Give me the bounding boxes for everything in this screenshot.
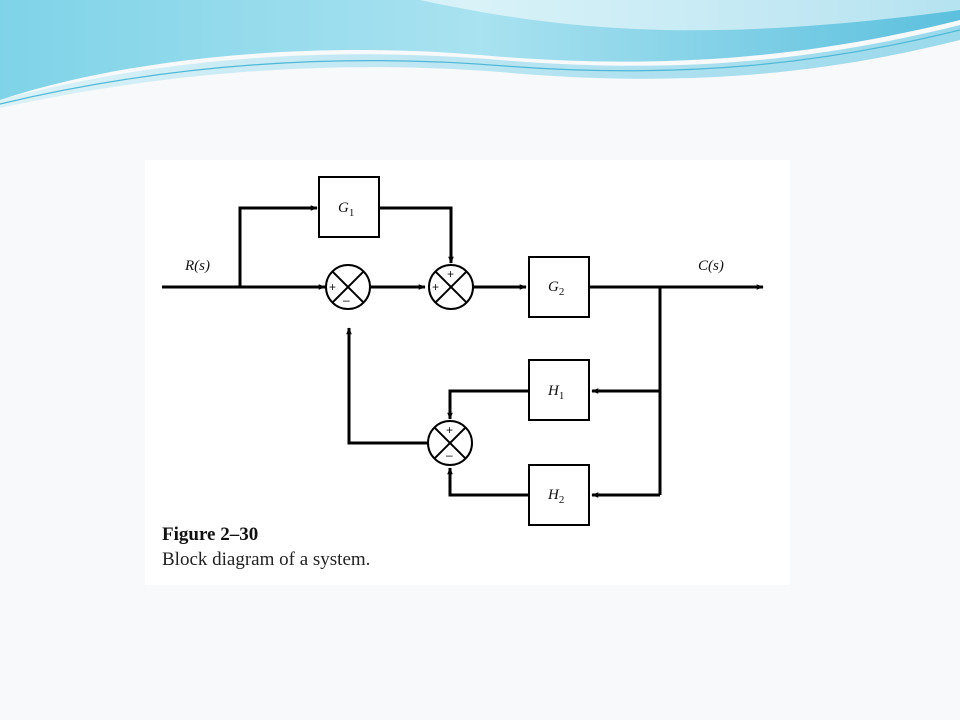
sj1-left-sign: + <box>329 280 336 294</box>
block-label-g1: G1 <box>338 200 354 219</box>
block-h1 <box>528 359 590 421</box>
decorative-wave-banner <box>0 0 960 108</box>
input-label: R(s) <box>184 258 210 274</box>
summing-junction-3 <box>427 420 473 466</box>
sj2-top-sign: + <box>447 267 454 281</box>
signal-line-sj3-to-sj1 <box>346 327 428 445</box>
block-label-h2: H2 <box>547 487 564 506</box>
block-g1 <box>318 176 380 238</box>
output-label: C(s) <box>698 258 724 274</box>
sj2-left-sign: + <box>432 280 439 294</box>
signal-line-h2-to-sj3 <box>447 467 529 497</box>
figure-panel: G1 G2 H1 H2 R(s) C(s) + – + + + – Figure… <box>145 160 790 585</box>
summing-junction-1 <box>325 264 371 310</box>
summing-junction-2 <box>428 264 474 310</box>
signal-line-g1-to-sj2 <box>379 206 454 264</box>
sj1-bottom-sign: – <box>343 293 350 307</box>
signal-line-feedforward-to-g1 <box>238 205 318 287</box>
sj3-bottom-sign: – <box>446 448 453 462</box>
sj3-top-sign: + <box>446 423 453 437</box>
block-g2 <box>528 256 590 318</box>
figure-caption-text: Block diagram of a system. <box>162 549 371 570</box>
figure-caption-title: Figure 2–30 <box>162 524 259 545</box>
block-label-h1: H1 <box>547 383 564 402</box>
block-diagram: G1 G2 H1 H2 R(s) C(s) + – + + + – <box>162 176 764 526</box>
block-label-g2: G2 <box>548 279 564 298</box>
block-h2 <box>528 464 590 526</box>
signal-line-h1-to-sj3 <box>447 389 529 420</box>
